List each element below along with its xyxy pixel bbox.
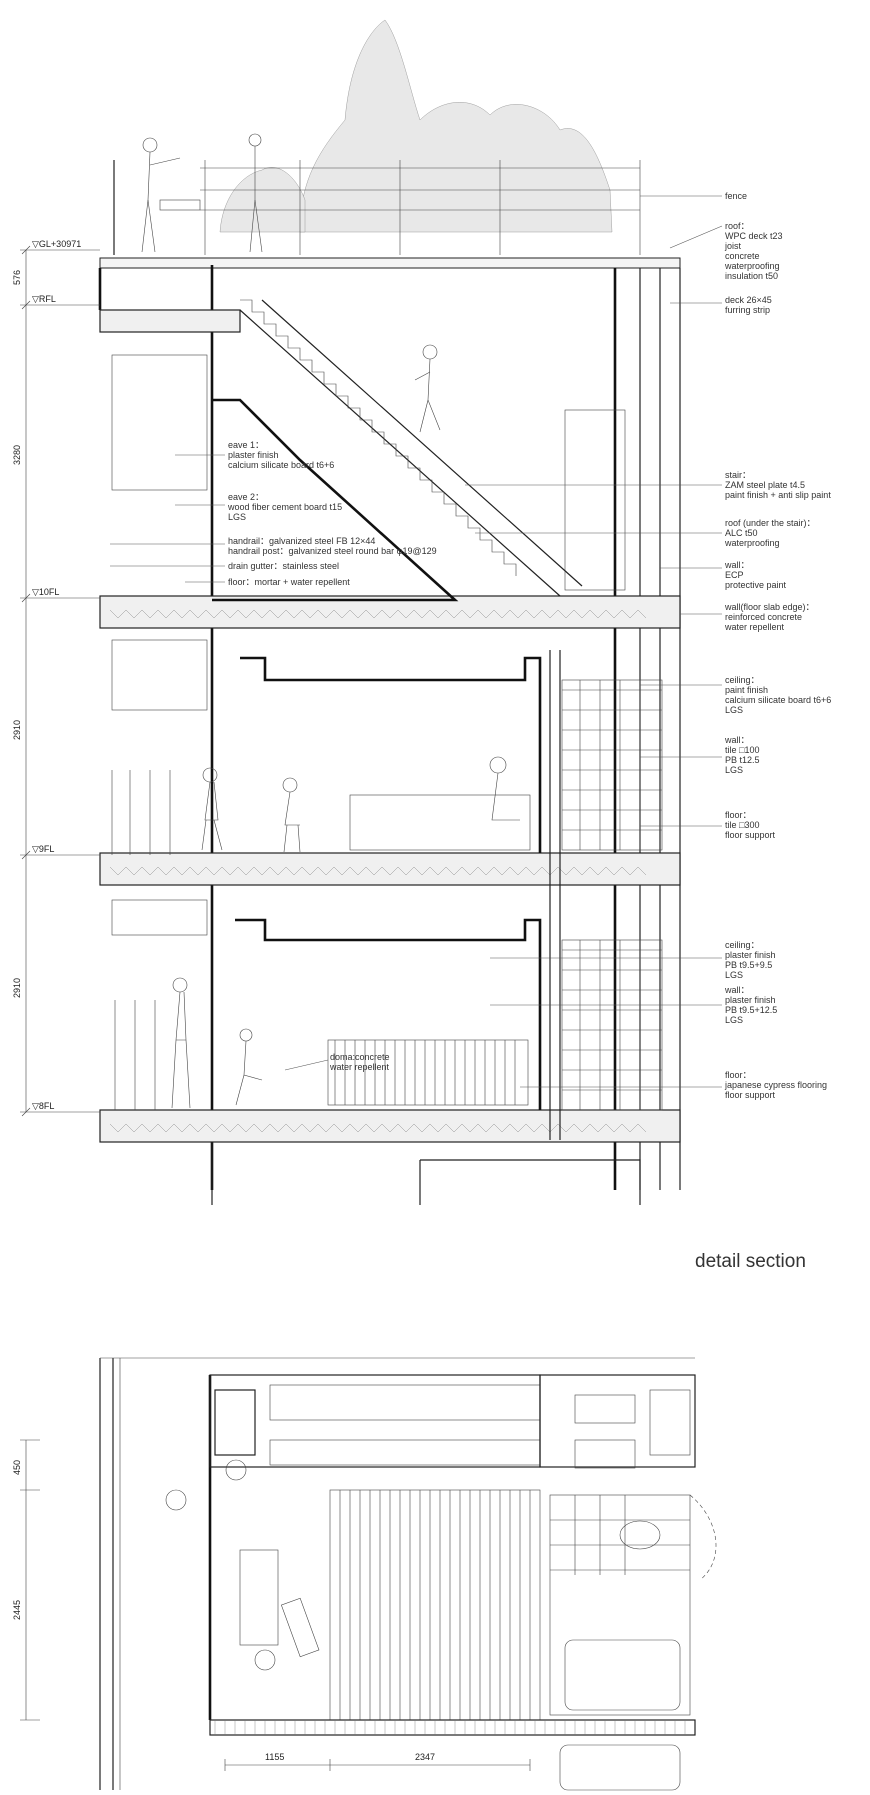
drawing-caption: detail section — [695, 1251, 806, 1272]
note-wall-plaster: wall： plaster finish PB t9.5+12.5 LGS — [724, 985, 780, 1025]
plan-dim-1155: 1155 — [265, 1752, 284, 1762]
slab-8fl — [99, 1109, 681, 1143]
dim-3280: 3280 — [12, 445, 22, 465]
note-floor-tile: floor： tile □300 floor support — [725, 810, 776, 840]
note-stair: stair： ZAM steel plate t4.5 paint finish… — [725, 470, 831, 500]
level-10fl: ▽10FL — [32, 587, 59, 597]
left-annotations: eave 1： plaster finish calcium silicate … — [110, 440, 437, 1072]
plan-dim-2347: 2347 — [415, 1752, 435, 1762]
plan-dim-2445: 2445 — [12, 1600, 22, 1620]
section-dimension-chain: 576 3280 2910 2910 — [12, 245, 31, 1117]
level-rfl: ▽RFL — [32, 294, 56, 304]
dim-2910-upper: 2910 — [12, 720, 22, 740]
right-annotations: fence roof： WPC deck t23 joist concrete … — [465, 191, 834, 1100]
dim-576: 576 — [12, 270, 22, 285]
roof-fence — [113, 160, 641, 255]
note-roof-under-stair: roof (under the stair)： ALC t50 waterpro… — [724, 518, 818, 548]
level-gl: ▽GL+30971 — [32, 239, 81, 249]
level-8fl: ▽8FL — [32, 1101, 54, 1111]
note-wall-slab-edge: wall(floor slab edge)： reinforced concre… — [724, 602, 817, 632]
note-ceiling-9f: ceiling： paint finish calcium silicate b… — [725, 675, 834, 715]
level-9fl: ▽9FL — [32, 844, 54, 854]
roof-people — [141, 133, 263, 253]
note-floor-mortar: floor：mortar + water repellent — [228, 577, 350, 587]
plan-dimension-chain: 450 2445 1155 2347 — [12, 1439, 531, 1771]
note-floor-cypress: floor： japanese cypress flooring floor s… — [724, 1070, 830, 1100]
note-eave-1: eave 1： plaster finish calcium silicate … — [228, 440, 334, 470]
note-eave-2: eave 2： wood fiber cement board t15 LGS — [227, 492, 345, 522]
dim-2910-lower: 2910 — [12, 978, 22, 998]
floor-plan — [99, 1357, 717, 1791]
note-deck: deck 26×45 furring strip — [725, 295, 774, 315]
note-ceiling-8f: ceiling： plaster finish PB t9.5+9.5 LGS — [725, 940, 778, 980]
rfl-slab — [99, 309, 241, 333]
plan-dim-450: 450 — [12, 1460, 22, 1475]
level-markers: ▽GL+30971 ▽RFL ▽10FL ▽9FL ▽8FL — [20, 239, 100, 1113]
note-wall-ecp: wall： ECP protective paint — [724, 560, 787, 590]
note-fence: fence — [725, 191, 747, 201]
roof-slab — [99, 257, 681, 269]
slab-10fl — [99, 595, 681, 629]
slab-9fl — [99, 852, 681, 886]
note-doma: doma:concrete water repellent — [329, 1052, 392, 1072]
building-section — [98, 257, 681, 1205]
note-wall-tile: wall： tile □100 PB t12.5 LGS — [724, 735, 762, 775]
note-handrail: handrail：galvanized steel FB 12×44 handr… — [228, 536, 437, 556]
stair — [239, 299, 583, 597]
note-drain-gutter: drain gutter：stainless steel — [228, 561, 339, 571]
roof-greenery — [219, 19, 613, 233]
note-roof: roof： WPC deck t23 joist concrete waterp… — [724, 221, 785, 281]
